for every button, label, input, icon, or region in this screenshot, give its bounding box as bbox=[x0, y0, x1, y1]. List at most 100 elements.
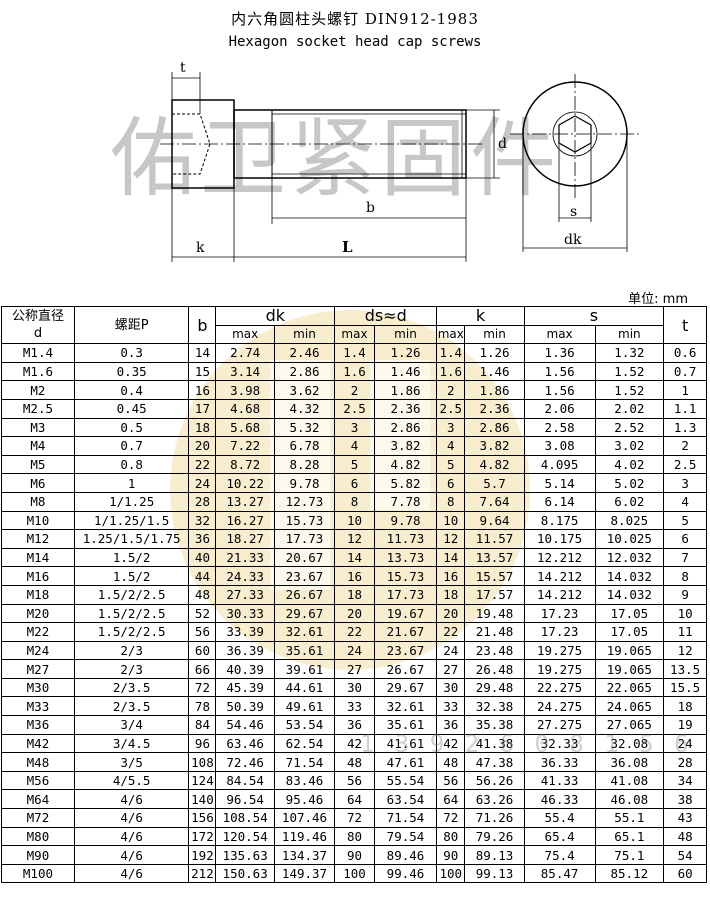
dim-label-k: k bbox=[196, 240, 205, 256]
table-cell: 108.54 bbox=[215, 808, 275, 828]
table-cell: 56 bbox=[188, 622, 217, 642]
table-cell: 10 bbox=[334, 510, 375, 531]
table-cell: 12.73 bbox=[273, 491, 336, 512]
table-cell: M14 bbox=[1, 547, 75, 568]
table-cell: 3/5 bbox=[73, 752, 190, 772]
table-cell: 47.61 bbox=[373, 752, 438, 772]
table-cell: 48 bbox=[436, 752, 466, 772]
header-dk-max: max bbox=[215, 324, 275, 345]
table-cell: 1/1.25/1.5 bbox=[73, 510, 190, 531]
table-cell: 20 bbox=[188, 436, 217, 456]
table-cell: 7.64 bbox=[464, 491, 525, 512]
table-cell: 3 bbox=[334, 417, 375, 438]
table-cell: 63.46 bbox=[215, 733, 275, 754]
table-cell: 23.67 bbox=[373, 640, 438, 661]
table-cell: 12.032 bbox=[594, 547, 665, 568]
dim-label-s: s bbox=[570, 204, 577, 220]
table-cell: 71.26 bbox=[464, 808, 525, 828]
table-cell: 11.73 bbox=[373, 529, 438, 549]
table-cell: 72 bbox=[436, 808, 466, 828]
table-cell: 192 bbox=[188, 845, 217, 865]
table-cell: 17.73 bbox=[373, 584, 438, 605]
table-cell: M20 bbox=[1, 603, 75, 624]
table-cell: 60 bbox=[663, 863, 707, 884]
table-cell: M16 bbox=[1, 566, 75, 586]
table-cell: 1.86 bbox=[373, 380, 438, 400]
table-cell: 4 bbox=[663, 491, 707, 512]
table-cell: M18 bbox=[1, 584, 75, 605]
table-cell: 14 bbox=[188, 343, 217, 363]
header-s: s bbox=[523, 306, 665, 326]
table-cell: 29.48 bbox=[464, 677, 525, 698]
table-cell: 2 bbox=[663, 436, 707, 456]
table-cell: 10.175 bbox=[523, 529, 596, 549]
table-cell: 6.14 bbox=[523, 491, 596, 512]
table-cell: 64 bbox=[334, 789, 375, 810]
table-cell: 32.08 bbox=[594, 733, 665, 754]
table-cell: 6.78 bbox=[273, 436, 336, 456]
table-cell: 135.63 bbox=[215, 845, 275, 865]
table-cell: 5.02 bbox=[594, 473, 665, 493]
table-cell: 15.57 bbox=[464, 566, 525, 586]
table-cell: 6.02 bbox=[594, 491, 665, 512]
dim-label-L: L bbox=[342, 238, 353, 256]
table-cell: 12.212 bbox=[523, 547, 596, 568]
table-cell: 17.23 bbox=[523, 603, 596, 624]
table-cell: 0.6 bbox=[663, 343, 707, 363]
table-cell: 2 bbox=[334, 380, 375, 400]
table-cell: 2.52 bbox=[594, 417, 665, 438]
table-cell: 32.61 bbox=[273, 622, 336, 642]
table-cell: 2.86 bbox=[373, 417, 438, 438]
table-cell: 7 bbox=[663, 547, 707, 568]
table-cell: 10 bbox=[663, 603, 707, 624]
table-cell: 1/1.25 bbox=[73, 491, 190, 512]
table-cell: 9.78 bbox=[373, 510, 438, 531]
table-cell: 1.26 bbox=[373, 343, 438, 363]
table-cell: 17.57 bbox=[464, 584, 525, 605]
table-cell: 18 bbox=[436, 584, 466, 605]
table-cell: 2/3 bbox=[73, 659, 190, 679]
table-cell: 55.4 bbox=[523, 808, 596, 828]
table-cell: 84 bbox=[188, 715, 217, 735]
table-cell: 79.26 bbox=[464, 826, 525, 847]
table-cell: 2.5 bbox=[663, 454, 707, 475]
table-cell: 15.5 bbox=[663, 677, 707, 698]
table-cell: 10.025 bbox=[594, 529, 665, 549]
table-cell: 2.06 bbox=[523, 398, 596, 419]
table-cell: 41.38 bbox=[464, 733, 525, 754]
table-cell: 19.275 bbox=[523, 640, 596, 661]
table-cell: 26.48 bbox=[464, 659, 525, 679]
table-cell: M2.5 bbox=[1, 398, 75, 419]
table-cell: 107.46 bbox=[273, 808, 336, 828]
table-cell: M42 bbox=[1, 733, 75, 754]
table-cell: 21.48 bbox=[464, 622, 525, 642]
table-cell: 36 bbox=[436, 715, 466, 735]
table-cell: 1.26 bbox=[464, 343, 525, 363]
table-cell: 3.82 bbox=[373, 436, 438, 456]
table-cell: 2.74 bbox=[215, 343, 275, 363]
header-ds-min: min bbox=[373, 324, 438, 345]
table-cell: 4/6 bbox=[73, 808, 190, 828]
table-cell: 1.5/2 bbox=[73, 566, 190, 586]
table-cell: 1.52 bbox=[594, 380, 665, 400]
table-cell: 13.27 bbox=[215, 491, 275, 512]
header-ds: ds≈d bbox=[334, 306, 438, 326]
table-cell: 29.67 bbox=[273, 603, 336, 624]
table-cell: 8 bbox=[334, 491, 375, 512]
table-cell: 10.22 bbox=[215, 473, 275, 493]
spec-table: 公称直径 d 螺距P b dk ds≈d k s t max min max m… bbox=[1, 305, 707, 884]
table-cell: 22 bbox=[334, 622, 375, 642]
table-cell: 56 bbox=[436, 770, 466, 791]
table-cell: 1.25/1.5/1.75 bbox=[73, 529, 190, 549]
table-cell: 20 bbox=[436, 603, 466, 624]
table-cell: 15.73 bbox=[273, 510, 336, 531]
header-ds-max: max bbox=[334, 324, 375, 345]
table-cell: 24 bbox=[334, 640, 375, 661]
table-cell: 4.82 bbox=[464, 454, 525, 475]
